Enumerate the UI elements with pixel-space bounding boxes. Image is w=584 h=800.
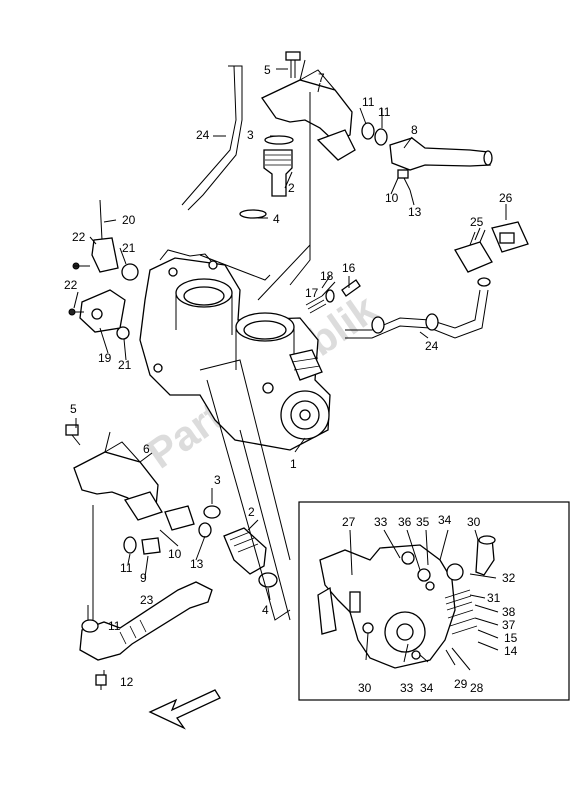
callout-4: 4: [262, 603, 269, 617]
callout-29: 29: [454, 677, 468, 691]
callout-3: 3: [214, 473, 221, 487]
callout-22: 22: [72, 230, 86, 244]
callout-16: 16: [342, 261, 356, 275]
callout-35: 35: [416, 515, 430, 529]
callout-21: 21: [122, 241, 136, 255]
callout-30: 30: [467, 515, 481, 529]
callout-33: 33: [400, 681, 414, 695]
upper-bolt: [285, 51, 301, 78]
callout-13: 13: [408, 205, 422, 219]
callout-5: 5: [264, 63, 271, 77]
throttle-position-sensor: [280, 390, 330, 440]
idle-screw-parts: [305, 279, 361, 314]
callout-27: 27: [342, 515, 356, 529]
callout-33: 33: [374, 515, 388, 529]
callout-32: 32: [502, 571, 516, 585]
callout-11: 11: [362, 95, 375, 109]
callout-34: 34: [420, 681, 434, 695]
callout-34: 34: [438, 513, 452, 527]
lower-injector: [223, 527, 278, 588]
callout-12: 12: [120, 675, 134, 689]
callout-11: 11: [108, 619, 121, 633]
callout-3: 3: [247, 128, 254, 142]
callout-13: 13: [190, 557, 204, 571]
upper-vent-hose: [181, 65, 243, 211]
callout-11: 11: [378, 105, 391, 119]
upper-screw: [397, 169, 411, 191]
lower-screw-12: [95, 674, 107, 690]
connector-25: [454, 229, 493, 273]
callout-37: 37: [502, 618, 516, 632]
sensor-19: [79, 289, 126, 333]
callout-18: 18: [320, 269, 334, 283]
front-direction-arrow: [148, 689, 221, 730]
callout-5: 5: [70, 402, 77, 416]
callout-14: 14: [504, 644, 518, 658]
callout-17: 17: [305, 286, 319, 300]
callout-9: 9: [140, 571, 147, 585]
upper-fuel-rail: [261, 59, 356, 161]
callout-20: 20: [122, 213, 136, 227]
lower-hose-23: [79, 581, 213, 661]
callout-labels: 5 7 11 11 8 24 3 2 10 13 4 20 22 21 26 2…: [64, 63, 518, 695]
callout-2: 2: [288, 181, 295, 195]
callout-22: 22: [64, 278, 78, 292]
callout-24: 24: [425, 339, 439, 353]
callout-1: 1: [290, 457, 297, 471]
callout-31: 31: [487, 591, 501, 605]
callout-11: 11: [120, 561, 133, 575]
upper-hose-connector: [389, 137, 493, 171]
throttle-body: [139, 249, 331, 451]
callout-4: 4: [273, 212, 280, 226]
upper-orings: [361, 122, 388, 146]
callout-8: 8: [411, 123, 418, 137]
connector-26: [491, 221, 529, 253]
callout-21: 21: [118, 358, 132, 372]
callout-28: 28: [470, 681, 484, 695]
callout-19: 19: [98, 351, 112, 365]
lower-bolt: [65, 424, 81, 446]
callout-10: 10: [168, 547, 182, 561]
lower-orings: [81, 619, 99, 633]
callout-25: 25: [470, 215, 484, 229]
vacuum-hose-right: [345, 277, 491, 339]
callout-23: 23: [140, 593, 154, 607]
callout-6: 6: [143, 442, 150, 456]
upper-injector: [239, 135, 294, 219]
callout-24: 24: [196, 128, 210, 142]
callout-38: 38: [502, 605, 516, 619]
callout-15: 15: [504, 631, 518, 645]
detail-inset-box: [298, 501, 570, 701]
callout-30: 30: [358, 681, 372, 695]
callout-36: 36: [398, 515, 412, 529]
lower-small-parts: [123, 505, 221, 555]
lower-fitting: [123, 491, 195, 531]
callout-2: 2: [248, 505, 255, 519]
sensor-20: [91, 199, 119, 273]
callout-26: 26: [499, 191, 513, 205]
callout-7: 7: [318, 71, 325, 85]
callout-10: 10: [385, 191, 399, 205]
leader-lines: [73, 68, 507, 675]
